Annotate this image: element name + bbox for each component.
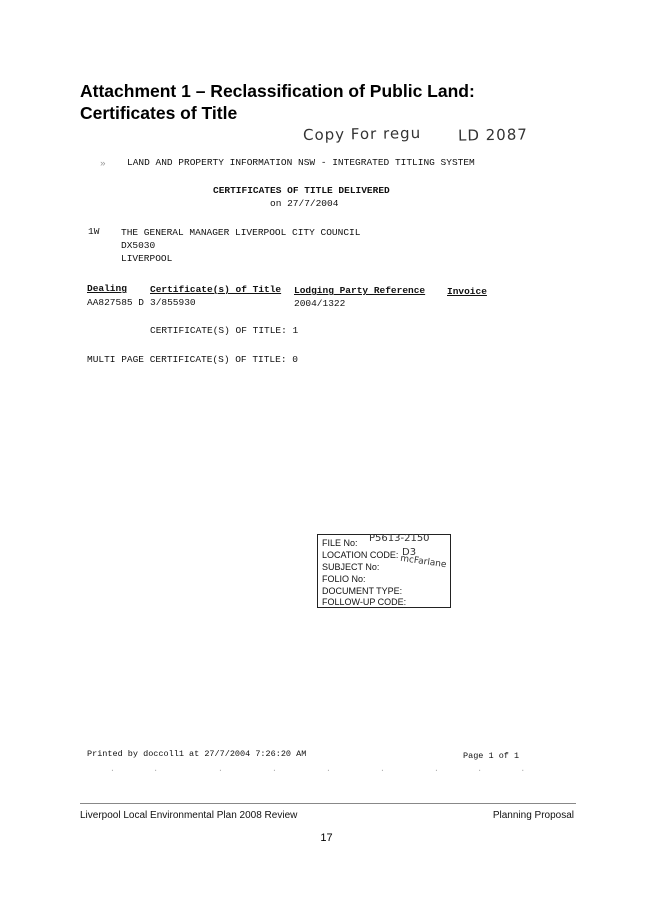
stamp-subject-no-value: mcFarlane [399,553,448,571]
page-title: Attachment 1 – Reclassification of Publi… [80,80,475,124]
footer-rule [80,803,576,804]
stamp-document-type-label: DOCUMENT TYPE: [322,586,403,596]
recipient-code: 1W [88,226,100,237]
certificate-count: CERTIFICATE(S) OF TITLE: 1 [150,325,299,336]
recipient-dx: DX5030 [121,240,156,251]
system-title: LAND AND PROPERTY INFORMATION NSW - INTE… [127,157,475,168]
delivered-date: on 27/7/2004 [270,198,339,209]
column-header-lodging-ref: Lodging Party Reference [294,285,426,296]
stamp-follow-up-code-label: FOLLOW-UP CODE: [322,597,407,607]
recipient-city: LIVERPOOL [121,253,173,264]
recipient-name: THE GENERAL MANAGER LIVERPOOL CITY COUNC… [121,227,361,238]
row-dealing: AA827585 D [87,297,145,308]
footer-left: Liverpool Local Environmental Plan 2008 … [80,810,298,821]
stamp-location-code-value: D3 [402,547,417,558]
scan-mark: » [100,158,106,169]
stamp-file-no-value: P5613-2150 [369,533,430,544]
row-certificate: 3/855930 [150,297,196,308]
title-line-2: Certificates of Title [80,103,238,123]
title-line-1: Attachment 1 – Reclassification of Publi… [80,81,475,101]
stamp-folio-no-label: FOLIO No: [322,574,366,584]
printed-by: Printed by doccoll1 at 27/7/2004 7:26:20… [87,749,307,759]
delivered-title: CERTIFICATES OF TITLE DELIVERED [213,185,390,196]
stamp-location-code-label: LOCATION CODE: [322,550,399,560]
handwritten-copy-note: Copy For regu [302,123,422,145]
stamp-file-no-label: FILE No: [322,538,358,548]
multi-page-count: MULTI PAGE CERTIFICATE(S) OF TITLE: 0 [87,354,298,365]
column-header-dealing: Dealing [87,283,127,294]
handwritten-ref-note: LD 2087 [457,125,529,145]
page-info: Page 1 of 1 [463,751,520,761]
row-lodging-ref: 2004/1322 [294,298,346,309]
footer-right: Planning Proposal [492,810,574,821]
stamp-subject-no-label: SUBJECT No: [322,562,380,572]
scan-specks: . . . . . . . . . [110,765,532,774]
column-header-certificates: Certificate(s) of Title [150,284,282,295]
page-number: 17 [320,832,333,844]
file-stamp: FILE No: P5613-2150 LOCATION CODE: D3 SU… [317,533,451,608]
column-header-invoice: Invoice [447,286,487,297]
